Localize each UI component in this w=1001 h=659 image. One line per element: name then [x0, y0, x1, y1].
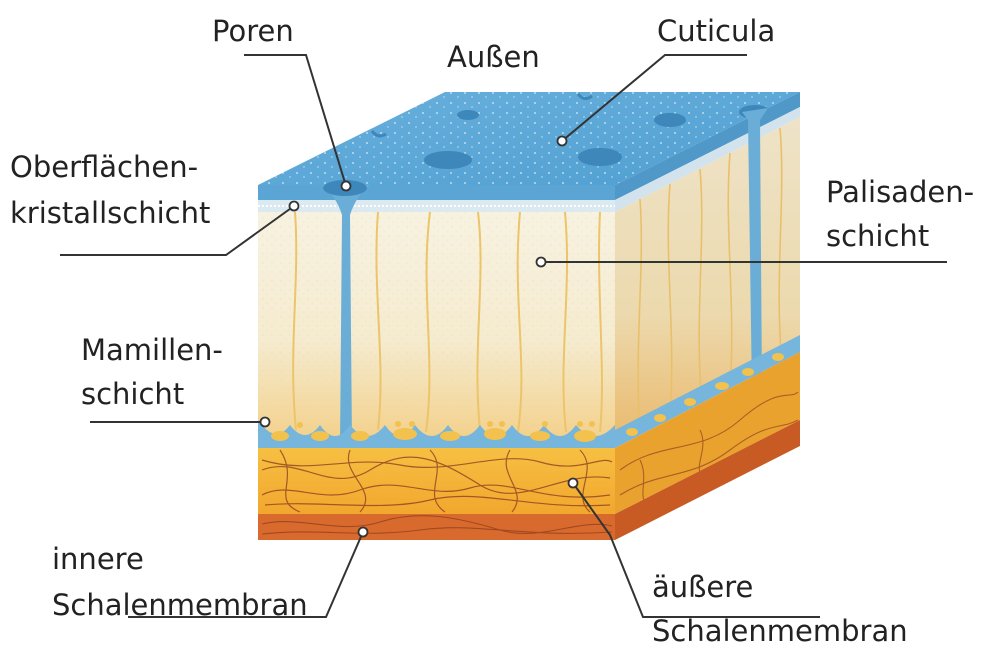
label-innere-line1: innere [52, 542, 144, 576]
label-aeussere-line1: äußere [652, 570, 753, 604]
label-oberflaechen-line1: Oberflächen- [10, 150, 198, 184]
label-palisaden-line2: schicht [826, 219, 929, 253]
pore-opening [654, 113, 686, 127]
label-mamillen-line1: Mamillen- [81, 333, 223, 367]
label-cuticula: Cuticula [657, 14, 775, 48]
inner-membrane-front [258, 514, 615, 540]
label-mamillen-line2: schicht [81, 377, 184, 411]
label-oberflaechen-line2: kristallschicht [10, 196, 210, 230]
label-palisaden-line1: Palisaden- [826, 175, 974, 209]
label-aeussere-line2: Schalenmembran [652, 614, 908, 648]
label-innere-line2: Schalenmembran [52, 588, 308, 622]
pore-opening [578, 148, 622, 166]
label-aussen: Außen [447, 40, 540, 74]
label-poren: Poren [212, 14, 294, 48]
pore-opening [424, 151, 472, 169]
cuticula-front [258, 185, 615, 200]
pore-opening [457, 110, 479, 120]
